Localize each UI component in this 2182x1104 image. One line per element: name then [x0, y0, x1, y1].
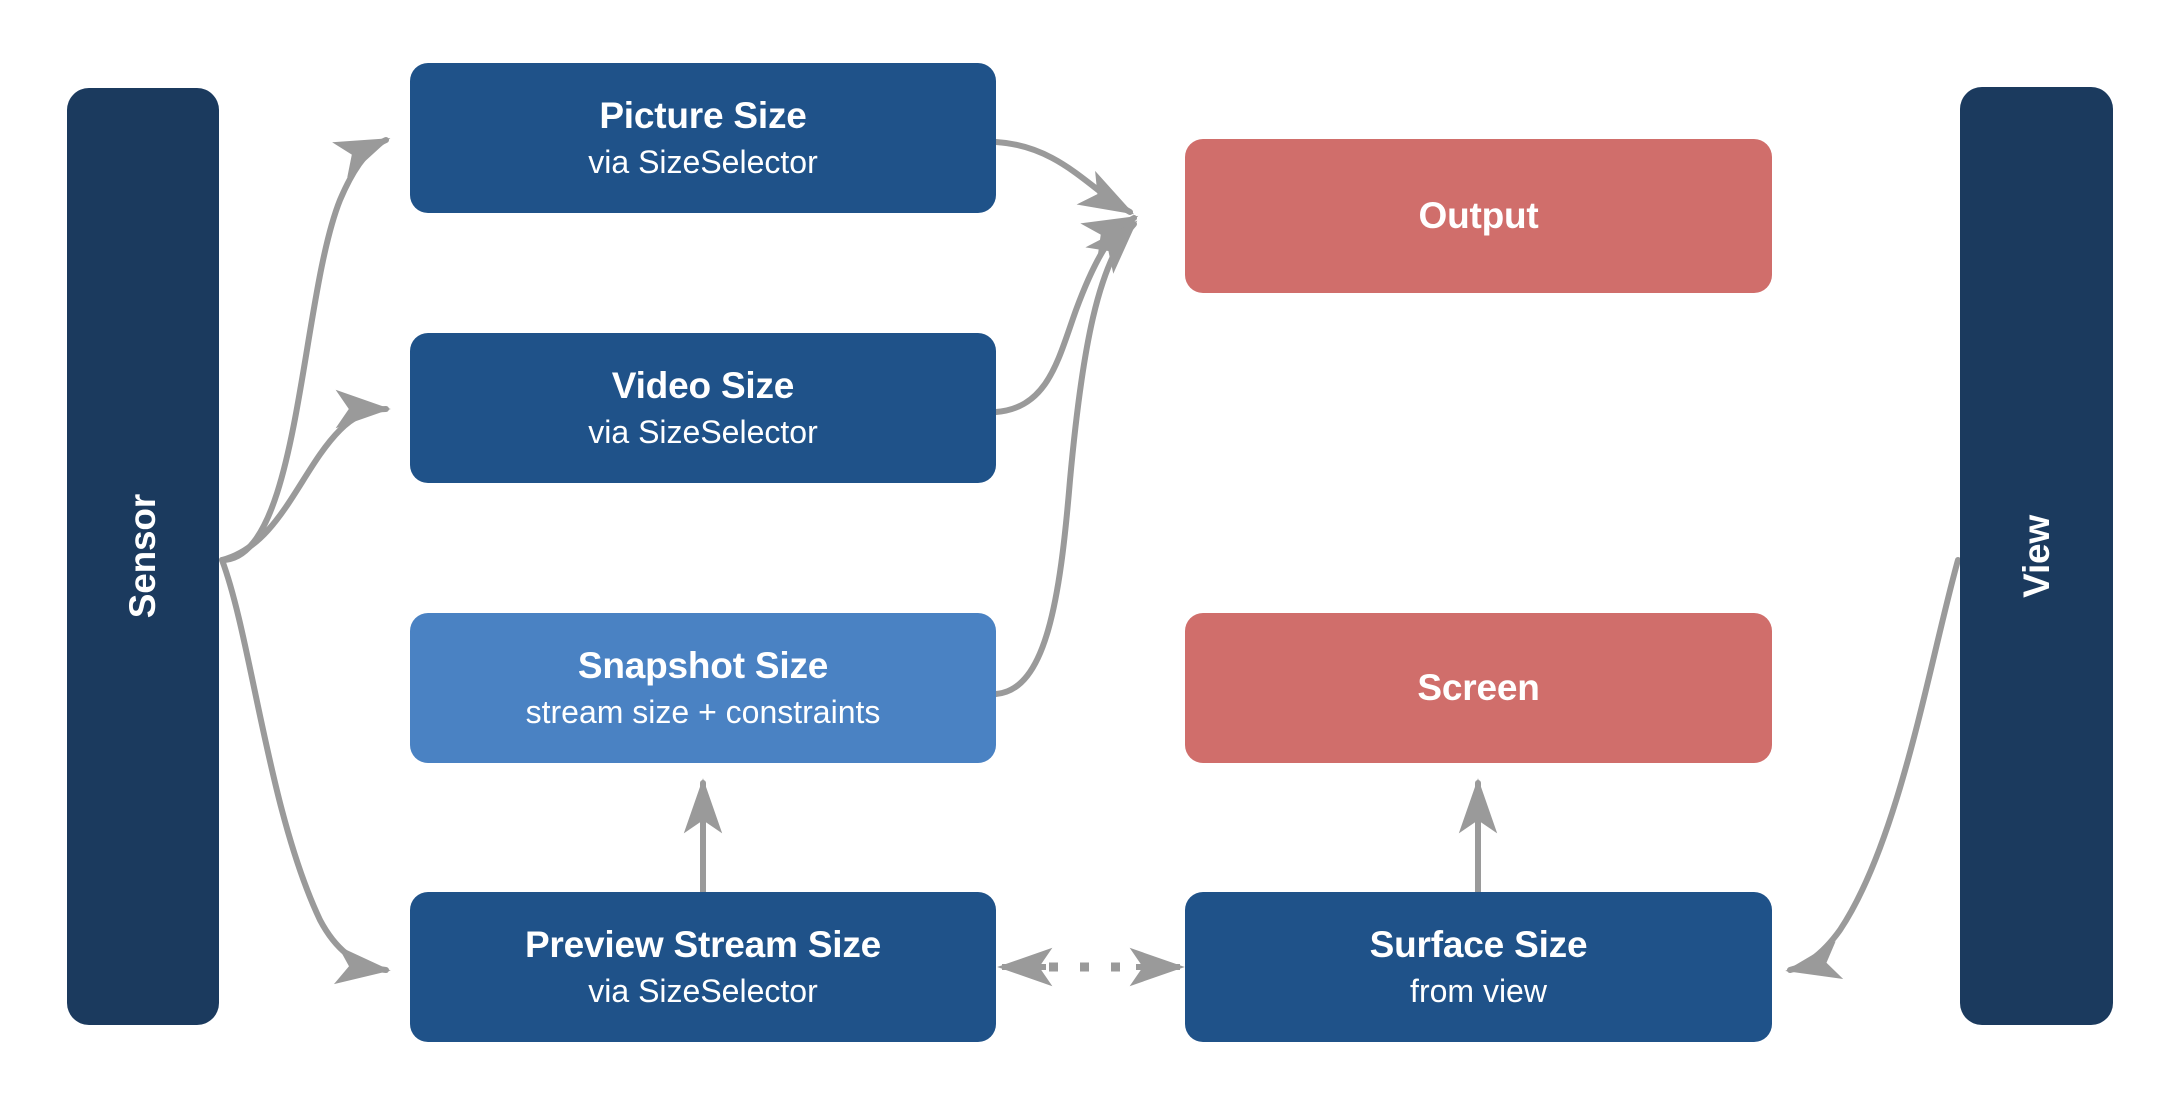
snapshot-size-title: Snapshot Size	[577, 645, 829, 687]
edge-view-to-surface-size	[1785, 557, 1961, 979]
edge-sensor-to-video-size	[219, 389, 391, 563]
video-size-title: Video Size	[611, 365, 795, 407]
picture-size-title: Picture Size	[599, 95, 807, 137]
output-title: Output	[1418, 195, 1539, 237]
surface-size-title: Surface Size	[1369, 924, 1588, 966]
screen-title: Screen	[1417, 667, 1540, 709]
output-node[interactable]: Output	[1185, 139, 1772, 293]
picture-size-node[interactable]: Picture Size via SizeSelector	[410, 63, 996, 213]
preview-stream-size-title: Preview Stream Size	[524, 924, 882, 966]
edge-sensor-to-preview-stream-size	[219, 557, 391, 985]
surface-size-node[interactable]: Surface Size from view	[1185, 892, 1772, 1042]
edge-picture-size-to-output	[993, 139, 1135, 215]
snapshot-size-node[interactable]: Snapshot Size stream size + constraints	[410, 613, 996, 763]
edge-snapshot-size-to-output	[993, 220, 1138, 697]
view-lane[interactable]: View	[1960, 87, 2113, 1025]
screen-node[interactable]: Screen	[1185, 613, 1772, 763]
video-size-subtitle: via SizeSelector	[588, 413, 818, 450]
sensor-lane[interactable]: Sensor	[67, 88, 219, 1025]
snapshot-size-subtitle: stream size + constraints	[525, 693, 881, 730]
picture-size-subtitle: via SizeSelector	[588, 143, 818, 180]
video-size-node[interactable]: Video Size via SizeSelector	[410, 333, 996, 483]
preview-stream-size-node[interactable]: Preview Stream Size via SizeSelector	[410, 892, 996, 1042]
sensor-lane-label: Sensor	[122, 494, 164, 619]
view-lane-label: View	[2015, 514, 2057, 598]
edge-sensor-to-picture-size	[219, 137, 391, 563]
edge-video-size-to-output	[993, 215, 1139, 415]
preview-stream-size-subtitle: via SizeSelector	[588, 972, 818, 1009]
surface-size-subtitle: from view	[1410, 972, 1547, 1009]
